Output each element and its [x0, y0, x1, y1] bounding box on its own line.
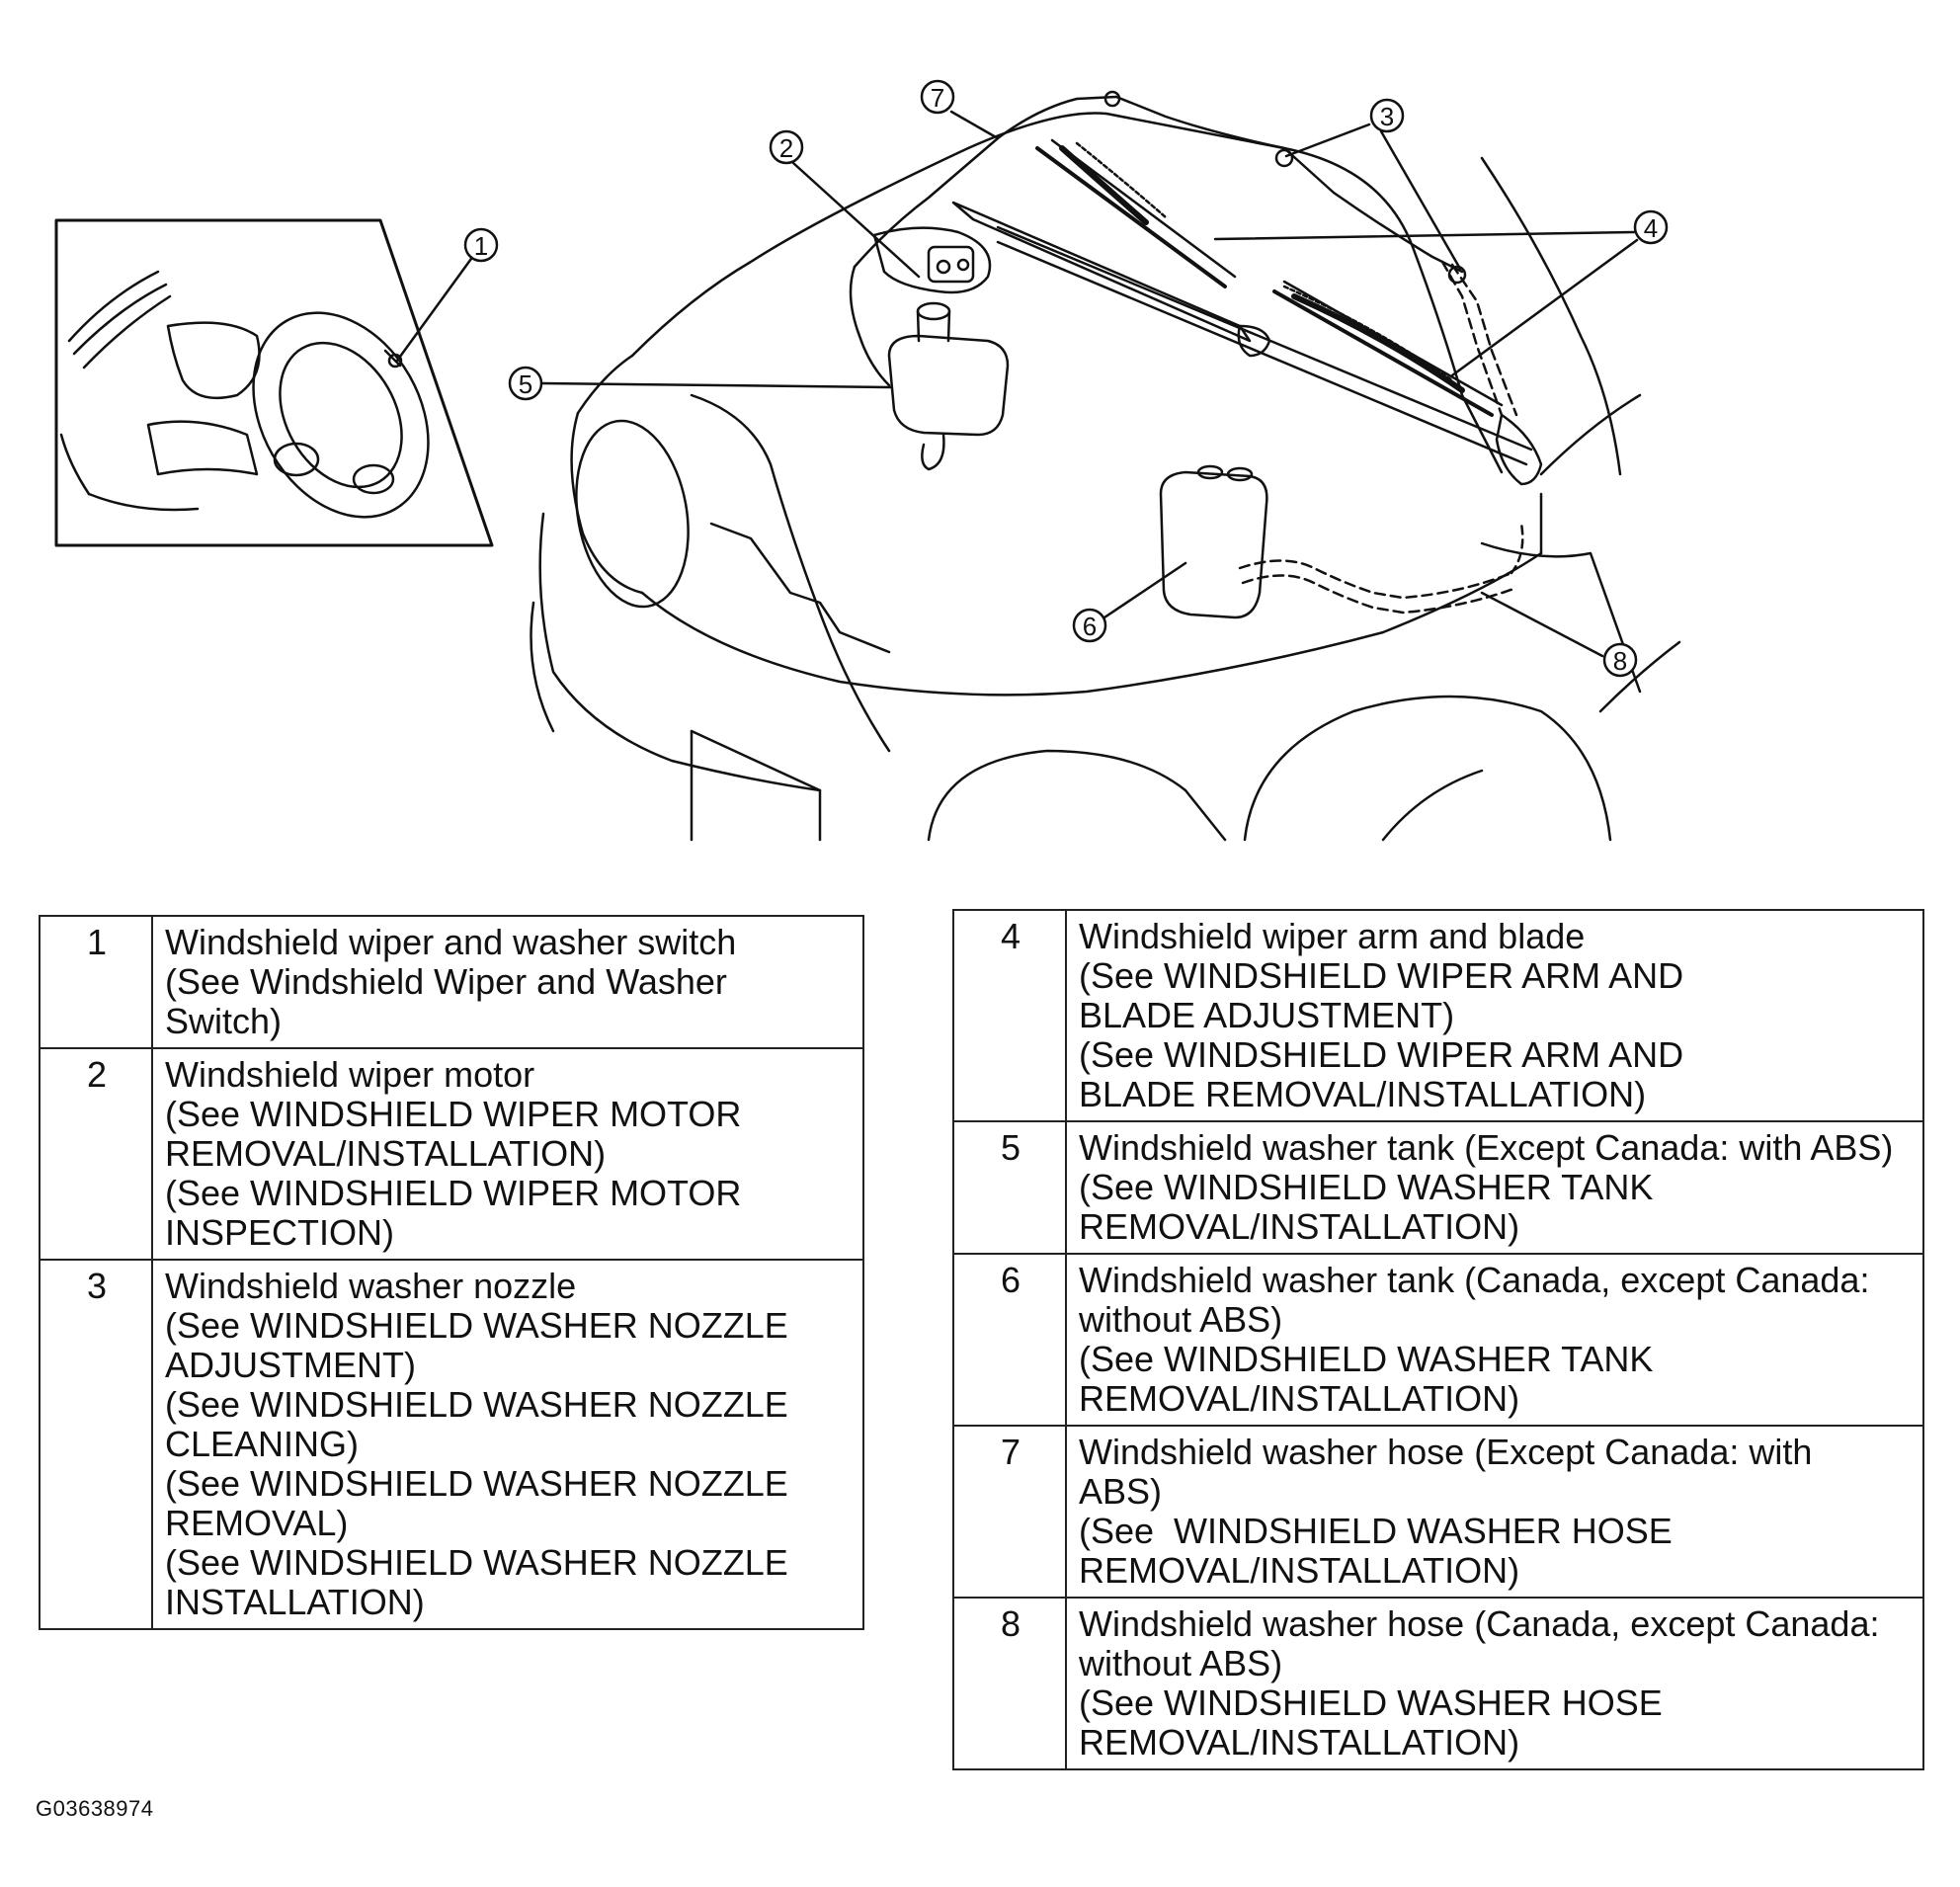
legend-number: 3: [39, 1259, 153, 1630]
legend-description: Windshield wiper and washer switch (See …: [151, 915, 864, 1049]
wiper-motor-and-linkage: [872, 201, 1543, 486]
callout-7-label: 7: [931, 83, 944, 113]
callout-3-label: 3: [1380, 102, 1394, 131]
legend-number: 7: [952, 1425, 1067, 1599]
legend-line: (See WINDSHIELD WIPER MOTOR: [165, 1094, 742, 1134]
legend-line: without ABS): [1079, 1299, 1283, 1340]
washer-tank-5: [887, 301, 1010, 471]
figure-code: G03638974: [36, 1796, 154, 1821]
legend-line: Switch): [165, 1001, 283, 1041]
legend-line: (See WINDSHIELD WASHER TANK: [1079, 1167, 1654, 1207]
legend-line: Windshield washer tank (Except Canada: w…: [1079, 1127, 1894, 1168]
wiper-arms-and-blades: [1035, 138, 1504, 417]
legend-row: 5 Windshield washer tank (Except Canada:…: [952, 1120, 1924, 1255]
legend-table-left: 1 Windshield wiper and washer switch (Se…: [39, 915, 864, 1630]
callout-4-label: 4: [1644, 213, 1658, 243]
callout-3: 3: [1284, 98, 1462, 271]
callout-2-label: 2: [779, 133, 793, 163]
legend-line: Windshield washer hose (Except Canada: w…: [1079, 1432, 1813, 1472]
legend-line: INSTALLATION): [165, 1582, 425, 1622]
callout-1-label: 1: [474, 231, 488, 261]
legend-line: INSPECTION): [165, 1212, 395, 1253]
legend-line: REMOVAL/INSTALLATION): [1079, 1550, 1520, 1591]
legend-line: without ABS): [1079, 1643, 1283, 1683]
callout-8-label: 8: [1613, 646, 1627, 676]
legend-row: 4 Windshield wiper arm and blade (See WI…: [952, 909, 1924, 1122]
legend-line: Windshield wiper arm and blade: [1079, 916, 1586, 956]
legend-description: Windshield washer tank (Except Canada: w…: [1065, 1120, 1924, 1255]
legend-line: ABS): [1079, 1471, 1163, 1512]
callout-6: 6: [1072, 561, 1187, 643]
callout-7: 7: [920, 79, 1000, 140]
legend-row: 6 Windshield washer tank (Canada, except…: [952, 1253, 1924, 1427]
legend-line: REMOVAL/INSTALLATION): [1079, 1378, 1520, 1419]
legend-description: Windshield washer tank (Canada, except C…: [1065, 1253, 1924, 1427]
callout-1: 1: [395, 227, 499, 363]
legend-description: Windshield washer nozzle (See WINDSHIELD…: [151, 1259, 864, 1630]
legend-line: ADJUSTMENT): [165, 1345, 416, 1385]
legend-description: Windshield washer hose (Canada, except C…: [1065, 1597, 1924, 1770]
legend-row: 7 Windshield washer hose (Except Canada:…: [952, 1425, 1924, 1599]
legend-line: (See WINDSHIELD WASHER NOZZLE: [165, 1305, 788, 1346]
legend-line: (See Windshield Wiper and Washer: [165, 961, 727, 1002]
legend-line: (See WINDSHIELD WASHER TANK: [1079, 1339, 1654, 1379]
legend-row: 3 Windshield washer nozzle (See WINDSHIE…: [39, 1259, 864, 1630]
legend-line: (See WINDSHIELD WIPER MOTOR: [165, 1173, 742, 1213]
legend-row: 2 Windshield wiper motor (See WINDSHIELD…: [39, 1047, 864, 1261]
legend-line: BLADE REMOVAL/INSTALLATION): [1079, 1074, 1647, 1114]
legend-line: (See WINDSHIELD WASHER HOSE: [1079, 1682, 1663, 1723]
callout-2: 2: [769, 129, 921, 279]
washer-tank-6-and-hose-8: [1159, 464, 1524, 619]
legend-line: (See WINDSHIELD WIPER ARM AND: [1079, 1034, 1684, 1075]
legend-description: Windshield wiper arm and blade (See WIND…: [1065, 909, 1924, 1122]
legend-line: CLEANING): [165, 1424, 360, 1464]
legend-number: 5: [952, 1120, 1067, 1255]
callout-4: 4: [1213, 209, 1669, 377]
washer-hose-and-nozzles: [849, 90, 1518, 417]
legend-line: (See WINDSHIELD WASHER NOZZLE: [165, 1463, 788, 1504]
legend-number: 6: [952, 1253, 1067, 1427]
legend-line: Windshield wiper motor: [165, 1054, 535, 1095]
vehicle-body: [530, 112, 1681, 842]
legend-description: Windshield wiper motor (See WINDSHIELD W…: [151, 1047, 864, 1261]
legend-line: REMOVAL/INSTALLATION): [1079, 1722, 1520, 1763]
callout-5: 5: [508, 366, 893, 401]
legend-row: 8 Windshield washer hose (Canada, except…: [952, 1597, 1924, 1770]
legend-line: (See WINDSHIELD WASHER HOSE: [1079, 1511, 1673, 1551]
legend-number: 2: [39, 1047, 153, 1261]
legend-line: (See WINDSHIELD WIPER ARM AND: [1079, 955, 1684, 996]
legend-number: 4: [952, 909, 1067, 1122]
component-location-diagram: 1 2 3 4 5 6 7 8: [54, 79, 1681, 842]
legend-line: Windshield washer tank (Canada, except C…: [1079, 1260, 1870, 1300]
legend-number: 1: [39, 915, 153, 1049]
legend-line: Windshield washer hose (Canada, except C…: [1079, 1603, 1880, 1644]
steering-wheel-inset: [54, 218, 494, 547]
legend-line: (See WINDSHIELD WASHER NOZZLE: [165, 1384, 788, 1425]
legend-line: REMOVAL/INSTALLATION): [165, 1133, 607, 1174]
callout-6-label: 6: [1083, 612, 1097, 641]
legend-row: 1 Windshield wiper and washer switch (Se…: [39, 915, 864, 1049]
callout-5-label: 5: [519, 369, 532, 399]
legend-line: BLADE ADJUSTMENT): [1079, 995, 1455, 1035]
legend-line: Windshield wiper and washer switch: [165, 922, 737, 962]
legend-line: Windshield washer nozzle: [165, 1266, 577, 1306]
callout-8: 8: [1480, 591, 1638, 678]
legend-table-right: 4 Windshield wiper arm and blade (See WI…: [952, 909, 1924, 1770]
legend-line: REMOVAL/INSTALLATION): [1079, 1206, 1520, 1247]
legend-line: REMOVAL): [165, 1503, 349, 1543]
legend-description: Windshield washer hose (Except Canada: w…: [1065, 1425, 1924, 1599]
legend-line: (See WINDSHIELD WASHER NOZZLE: [165, 1542, 788, 1583]
legend-number: 8: [952, 1597, 1067, 1770]
